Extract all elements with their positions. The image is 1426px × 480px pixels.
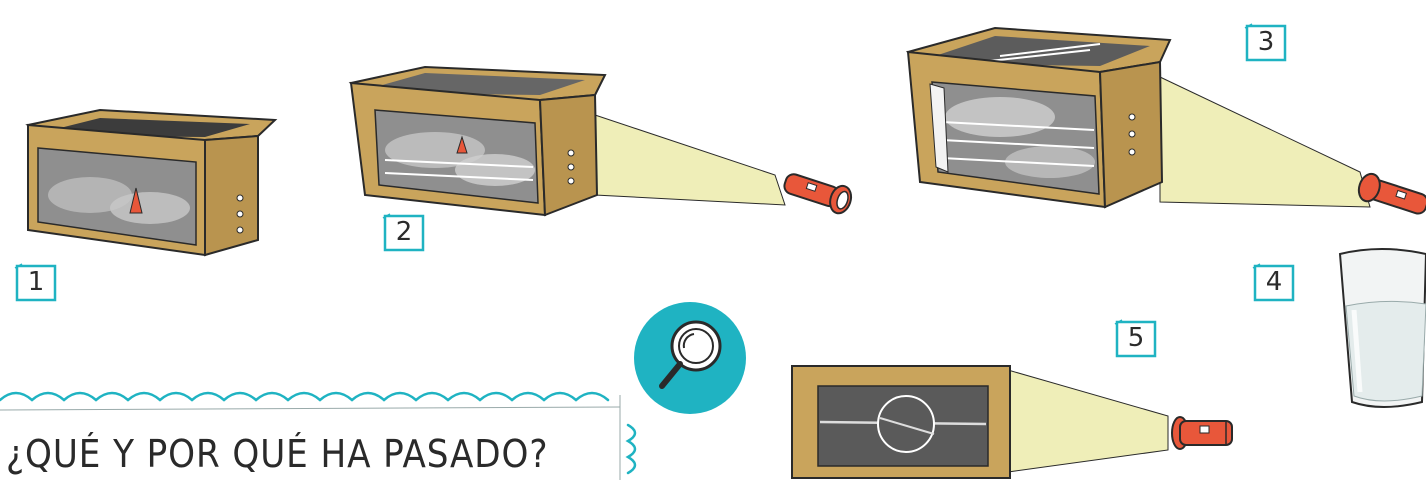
flashlight-icon xyxy=(775,165,865,225)
step-5-number: 5 xyxy=(1128,323,1145,353)
step-3-label: 3 xyxy=(1244,22,1288,62)
box-5-illustration xyxy=(788,358,1248,480)
step-1-number: 1 xyxy=(28,267,45,297)
step-2-label: 2 xyxy=(382,212,426,252)
section-heading: ¿QUÉ Y POR QUÉ HA PASADO? xyxy=(6,432,548,476)
magnifying-glass-icon xyxy=(632,300,748,416)
box-1-illustration xyxy=(0,90,290,270)
box-3-illustration xyxy=(900,22,1426,222)
step-4-number: 4 xyxy=(1266,267,1283,297)
flashlight-icon xyxy=(1352,170,1426,220)
flashlight-icon xyxy=(1172,417,1232,449)
step-3-number: 3 xyxy=(1258,27,1275,57)
water-glass-icon xyxy=(1336,246,1426,412)
step-2-number: 2 xyxy=(396,217,413,247)
step-1-label: 1 xyxy=(14,262,58,302)
step-5-label: 5 xyxy=(1114,318,1158,358)
step-4-label: 4 xyxy=(1252,262,1296,302)
